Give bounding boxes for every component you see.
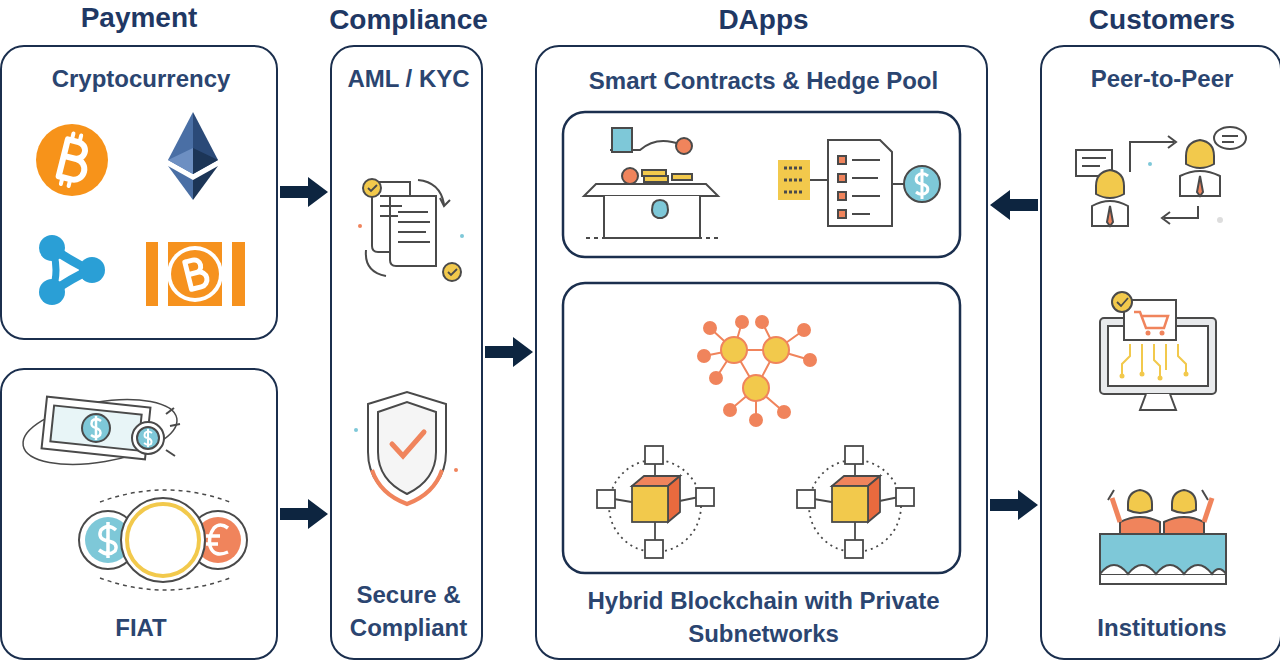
institutions-icon xyxy=(1100,490,1226,584)
ethereum-logo xyxy=(168,112,218,200)
compliance-panel: ComplianceAML / KYCSecure & Compliant xyxy=(330,45,483,660)
column-title: DApps xyxy=(537,1,990,39)
bitcoin-logo xyxy=(36,124,108,196)
hedge-pool-icon xyxy=(584,128,720,238)
box-text: Secure & Compliant xyxy=(336,579,481,644)
box-text: Hybrid Blockchain with Private Subnetwor… xyxy=(573,585,954,650)
flow-arrow xyxy=(280,177,328,207)
currency-coins-icon xyxy=(79,490,247,590)
peer-to-peer-icon xyxy=(1076,127,1246,226)
network-icon xyxy=(698,316,816,426)
column-title: Payment xyxy=(0,0,278,37)
box-text: Smart Contracts & Hedge Pool xyxy=(549,65,978,97)
shield-icon xyxy=(354,392,458,504)
flow-arrow xyxy=(990,490,1038,520)
dapps-subpanel xyxy=(563,112,960,573)
bitcoin-cash-logo xyxy=(146,242,245,306)
banknote-icon xyxy=(18,389,182,475)
payment-box: Cryptocurrency xyxy=(0,45,278,340)
documents-icon xyxy=(358,179,464,281)
blockchain-icon xyxy=(597,446,914,558)
payment-box: FIAT xyxy=(0,368,278,660)
box-text: Peer-to-Peer xyxy=(1048,63,1276,95)
box-text: AML / KYC xyxy=(336,63,481,95)
box-heading: FIAT xyxy=(10,612,272,644)
column-title: Compliance xyxy=(312,1,505,39)
flow-arrow xyxy=(280,499,328,529)
ripple-logo xyxy=(39,235,105,305)
box-heading: Cryptocurrency xyxy=(10,63,272,95)
column-title: Customers xyxy=(1042,1,1280,39)
box-text: Institutions xyxy=(1048,612,1276,644)
smart-contract-icon xyxy=(778,140,940,226)
flow-arrow xyxy=(485,337,533,367)
flow-arrow xyxy=(990,190,1038,220)
ecommerce-monitor-icon xyxy=(1100,292,1216,410)
dapps-panel: DAppsSmart Contracts & Hedge PoolHybrid … xyxy=(535,45,988,660)
customers-panel: CustomersPeer-to-PeerInstitutions xyxy=(1040,45,1280,660)
